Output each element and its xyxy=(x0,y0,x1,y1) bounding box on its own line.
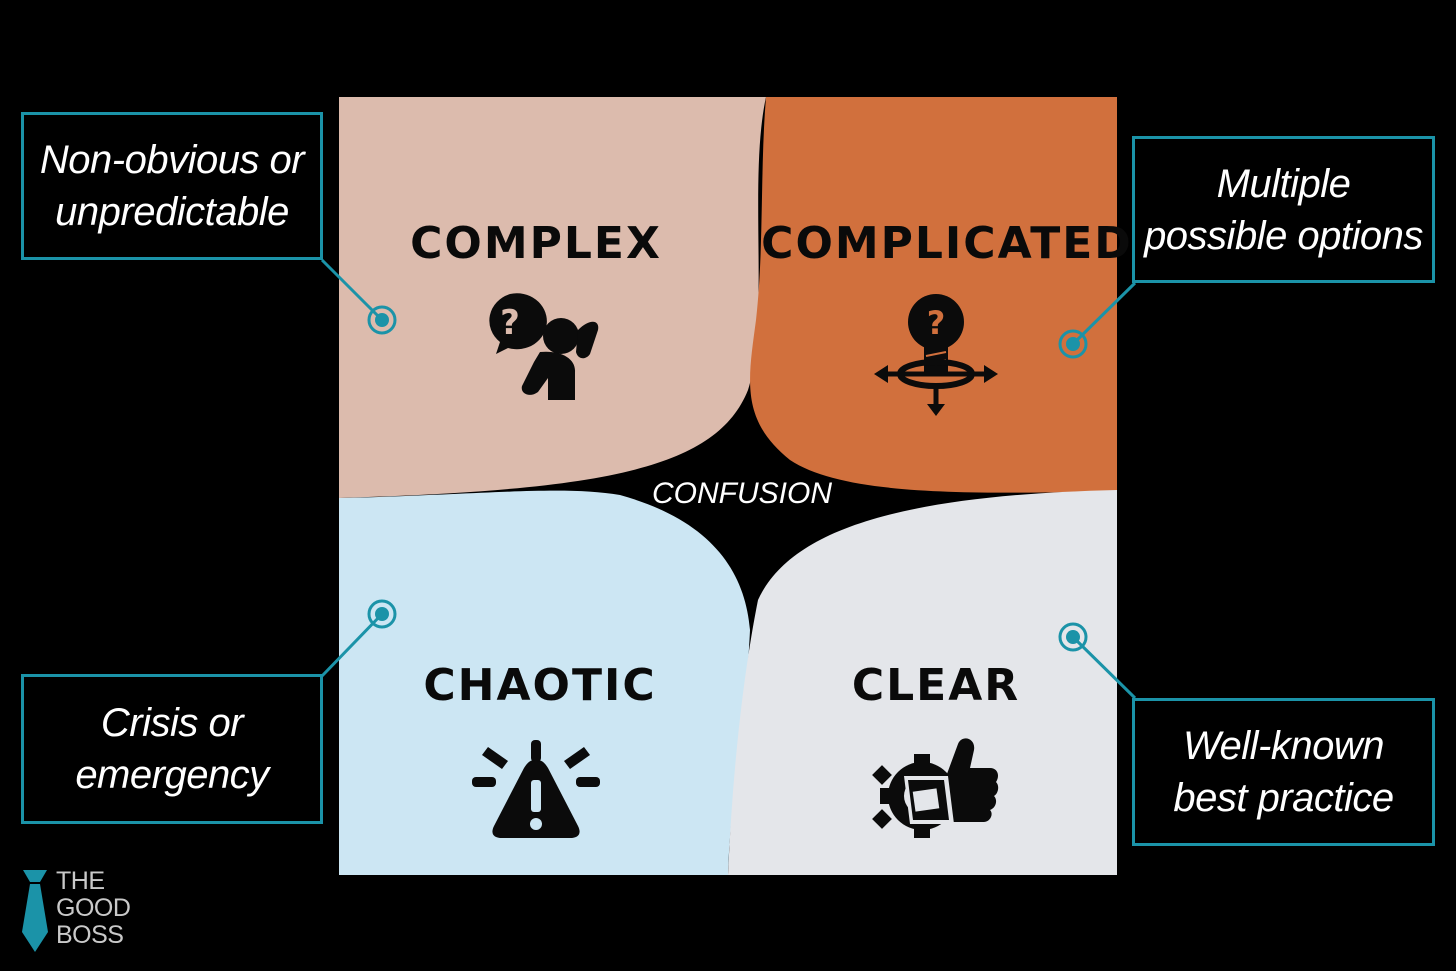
confused-person-icon: ? xyxy=(489,293,599,400)
label-confusion: CONFUSION xyxy=(652,477,832,510)
callout-complicated-line1: Multiple xyxy=(1216,161,1351,206)
connector-complicated xyxy=(1058,281,1137,359)
callout-complex-line1: Non-obvious or xyxy=(39,138,305,182)
label-chaotic: CHAOTIC xyxy=(423,660,656,711)
logo-line3: BOSS xyxy=(56,921,124,949)
logo-line2: GOOD xyxy=(56,894,131,922)
callout-complicated-line2: possible options xyxy=(1144,213,1423,258)
callout-clear-line1: Well-known xyxy=(1183,724,1385,768)
connector-clear xyxy=(1058,622,1137,700)
callout-clear: Well-known best practice xyxy=(1132,698,1435,846)
callout-complex-line2: unpredictable xyxy=(55,190,289,234)
gear-thumbs-up-icon xyxy=(872,738,999,838)
connector-complex xyxy=(320,258,397,335)
quadrant-chaotic xyxy=(339,490,750,875)
lightbulb-question-options-icon: ? xyxy=(874,294,998,416)
label-complex: COMPLEX xyxy=(410,218,662,269)
callout-clear-line2: best practice xyxy=(1173,776,1394,820)
label-complicated: COMPLICATED xyxy=(761,218,1133,269)
callout-chaotic-line1: Crisis or xyxy=(100,701,244,745)
quadrant-complex xyxy=(339,97,766,498)
logo-line1: THE xyxy=(56,867,105,895)
label-clear: CLEAR xyxy=(852,660,1020,711)
callout-chaotic-line2: emergency xyxy=(75,753,269,797)
warning-alert-icon xyxy=(472,740,600,838)
tie-icon xyxy=(22,870,48,952)
quadrant-clear xyxy=(728,490,1117,875)
callout-complex: Non-obvious or unpredictable xyxy=(21,112,323,260)
svg-text:?: ? xyxy=(927,304,946,342)
connector-chaotic xyxy=(320,599,397,678)
svg-text:?: ? xyxy=(500,303,520,343)
callout-complicated: Multiple possible options xyxy=(1132,136,1435,283)
callout-chaotic: Crisis or emergency xyxy=(21,674,323,824)
logo: THE GOOD BOSS xyxy=(20,868,160,953)
